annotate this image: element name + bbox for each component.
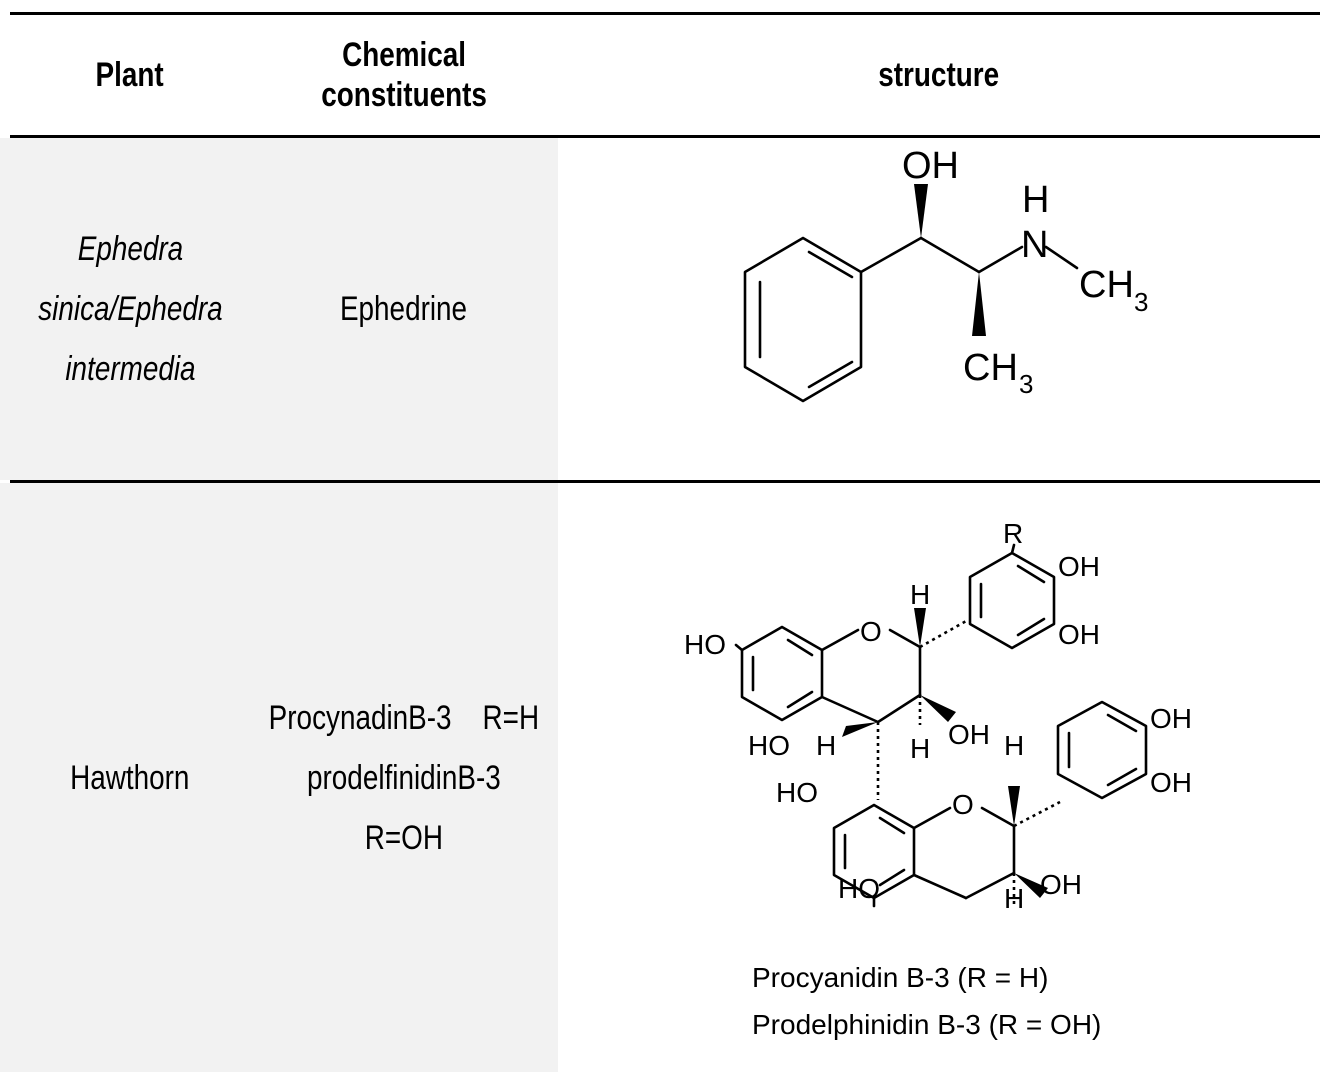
procyanidin-oh-label: OH bbox=[1150, 767, 1192, 798]
procyanidin-oh-label: OH bbox=[948, 719, 990, 750]
procyanidin-bond bbox=[980, 806, 1016, 828]
procyanidin-h-label: H bbox=[816, 730, 836, 761]
row-1-plant: Ephedra sinica/Ephedra intermedia bbox=[10, 138, 250, 480]
row-2-plant: Hawthorn bbox=[10, 483, 250, 1072]
procyanidin-ho-label: HO bbox=[748, 730, 790, 761]
procyanidin-h-label: H bbox=[1004, 730, 1024, 761]
procyanidin-oh-wedge bbox=[920, 695, 956, 722]
procyanidin-ring-b bbox=[968, 551, 1056, 650]
row-1-plant-line-1: Ephedra bbox=[77, 230, 183, 268]
ephedrine-n-methyl-subscript: 3 bbox=[1134, 287, 1148, 317]
ephedrine-n-label: N bbox=[1021, 224, 1048, 266]
ephedrine-bond bbox=[977, 245, 1024, 274]
procyanidin-h-label: H bbox=[910, 579, 930, 610]
header-plant: Plant bbox=[10, 15, 250, 135]
procyanidin-h-label: H bbox=[1004, 883, 1024, 914]
procyanidin-r-label: R bbox=[1003, 518, 1023, 549]
procyanidin-h-wedge bbox=[1008, 786, 1020, 826]
procyanidin-ring-oxygen-label: O bbox=[860, 616, 882, 647]
header-structure-text: structure bbox=[878, 56, 1000, 94]
procyanidin-ho-label: HO bbox=[776, 777, 818, 808]
row-divider-rule bbox=[10, 480, 1320, 483]
row-2-plant-text: Hawthorn bbox=[70, 758, 190, 797]
row-1-shaded-band bbox=[0, 138, 558, 480]
procyanidin-ring-e bbox=[1056, 700, 1148, 800]
structure-caption: Procyanidin B-3 (R = H) Prodelphinidin B… bbox=[752, 954, 1101, 1048]
header-constituents-line-2: constituents bbox=[321, 76, 487, 114]
procyanidin-bond bbox=[888, 628, 922, 649]
ephedrine-h-label: H bbox=[1022, 179, 1049, 221]
procyanidin-bond bbox=[734, 643, 744, 652]
row-2-constituent-line-1: ProcynadinB-3 R=H bbox=[268, 698, 540, 737]
procyanidin-ring-a bbox=[740, 625, 824, 722]
header-rule bbox=[10, 135, 1320, 138]
ephedrine-c-methyl-label: CH bbox=[963, 347, 1018, 389]
procyanidin-bond bbox=[912, 806, 952, 830]
procyanidin-oh-label: OH bbox=[1058, 551, 1100, 582]
procyanidin-hashed-bond bbox=[1013, 800, 1061, 828]
ephedrine-methyl-wedge bbox=[972, 272, 986, 336]
row-2-constituent-line-3: R=OH bbox=[364, 818, 444, 857]
table-top-rule bbox=[10, 12, 1320, 15]
header-plant-text: Plant bbox=[95, 56, 165, 94]
caption-line-1: Procyanidin B-3 (R = H) bbox=[752, 962, 1049, 993]
row-1-plant-line-2: sinica/Ephedra bbox=[37, 290, 223, 328]
procyanidin-bond bbox=[912, 873, 968, 900]
header-structure: structure bbox=[558, 15, 1320, 135]
row-2-constituents: ProcynadinB-3 R=H prodelfinidinB-3 R=OH bbox=[250, 483, 558, 1072]
caption-line-2: Prodelphinidin B-3 (R = OH) bbox=[752, 1009, 1102, 1040]
row-1-constituent: Ephedrine bbox=[250, 138, 558, 480]
procyanidin-bond bbox=[876, 693, 922, 724]
procyanidin-oh-label: OH bbox=[1040, 869, 1082, 900]
procyanidin-oh-label: OH bbox=[1058, 619, 1100, 650]
procyanidin-h-wedge bbox=[842, 722, 878, 737]
procyanidin-bond bbox=[820, 695, 880, 724]
ephedrine-oh-wedge bbox=[914, 184, 928, 238]
ephedrine-c-methyl-subscript: 3 bbox=[1019, 369, 1033, 399]
header-chemical-constituents: Chemical constituents bbox=[250, 15, 558, 135]
row-2-shaded-band bbox=[0, 483, 558, 1072]
row-2-constituent-line-2: prodelfinidinB-3 bbox=[307, 758, 501, 797]
ephedrine-bond bbox=[919, 236, 981, 274]
header-constituents-line-1: Chemical bbox=[342, 36, 466, 74]
procyanidin-bond bbox=[820, 628, 860, 652]
procyanidin-h-label: H bbox=[910, 733, 930, 764]
ephedrine-oh-label: OH bbox=[902, 145, 959, 187]
procyanidin-oh-wedge bbox=[1014, 873, 1048, 898]
procyanidin-hashed-bond bbox=[919, 618, 969, 649]
procyanidin-h-wedge bbox=[914, 608, 926, 647]
procyanidin-ring-oxygen-label: O bbox=[952, 789, 974, 820]
procyanidin-bond bbox=[964, 871, 1016, 900]
ephedrine-bond bbox=[859, 236, 923, 274]
procyanidin-oh-label: OH bbox=[1150, 703, 1192, 734]
ephedrine-n-methyl-label: CH bbox=[1079, 264, 1134, 306]
procyanidin-ho-label: HO bbox=[838, 873, 880, 904]
row-1-constituent-text: Ephedrine bbox=[340, 290, 468, 328]
procyanidin-ho-label: HO bbox=[684, 629, 726, 660]
ephedrine-bond bbox=[1044, 245, 1079, 270]
row-1-plant-line-3: intermedia bbox=[64, 350, 196, 388]
procyanidin-bond bbox=[1010, 543, 1016, 555]
